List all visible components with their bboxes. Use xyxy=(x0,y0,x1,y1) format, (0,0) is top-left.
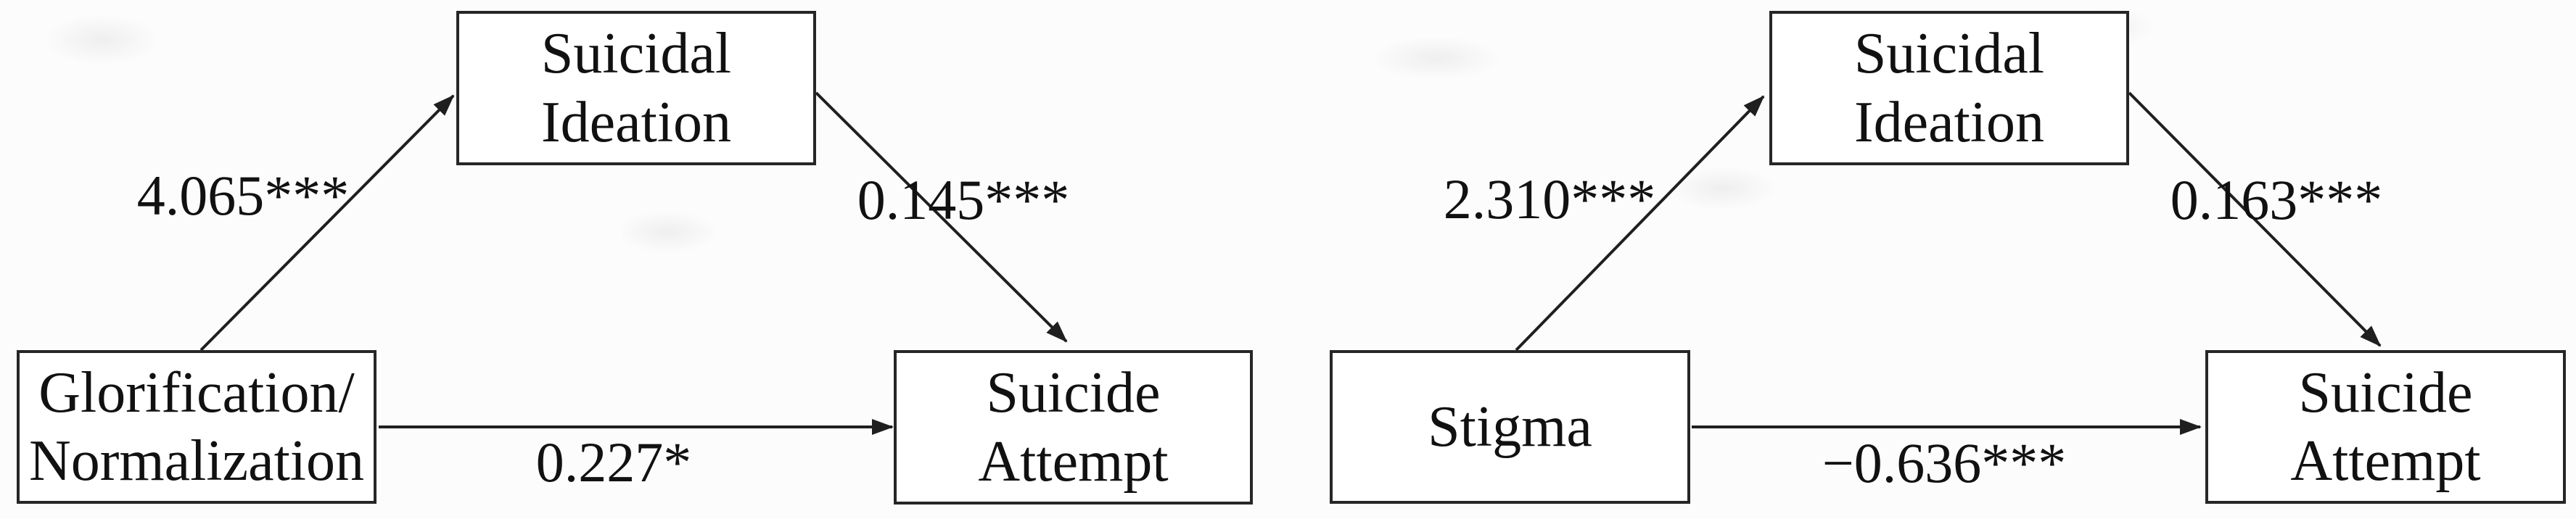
mediator-box-suicidal-ideation-right: Suicidal Ideation xyxy=(1769,11,2129,165)
outcome-box-suicide-attempt-right: Suicide Attempt xyxy=(2205,350,2566,504)
mediator-box-suicidal-ideation-left: Suicidal Ideation xyxy=(456,11,816,165)
coefficient-a-right: 2.310*** xyxy=(1443,167,1656,231)
coefficient-c-left: 0.227* xyxy=(535,431,692,494)
coefficient-a-left: 4.065*** xyxy=(136,164,350,227)
arrow-ideation-to-attempt-left xyxy=(815,91,1068,343)
arrow-ideation-to-attempt-right xyxy=(2128,91,2382,347)
outcome-label: Suicide Attempt xyxy=(2290,360,2481,493)
coefficient-b-right: 0.163*** xyxy=(2170,168,2383,231)
coefficient-c-right: −0.636*** xyxy=(1822,431,2067,494)
outcome-box-suicide-attempt-left: Suicide Attempt xyxy=(894,350,1253,505)
arrow-glorification-to-ideation xyxy=(199,94,455,352)
predictor-label: Stigma xyxy=(1428,394,1592,459)
outcome-label: Suicide Attempt xyxy=(978,361,1169,494)
predictor-label: Glorification/ Normalization xyxy=(28,360,365,493)
predictor-box-glorification-normalization: Glorification/ Normalization xyxy=(17,350,376,504)
arrow-stigma-to-ideation xyxy=(1515,95,1765,352)
coefficient-b-left: 0.145*** xyxy=(857,168,1070,231)
mediator-label: Suicidal Ideation xyxy=(540,22,732,154)
mediator-label: Suicidal Ideation xyxy=(1853,22,2045,154)
predictor-box-stigma: Stigma xyxy=(1330,350,1690,504)
